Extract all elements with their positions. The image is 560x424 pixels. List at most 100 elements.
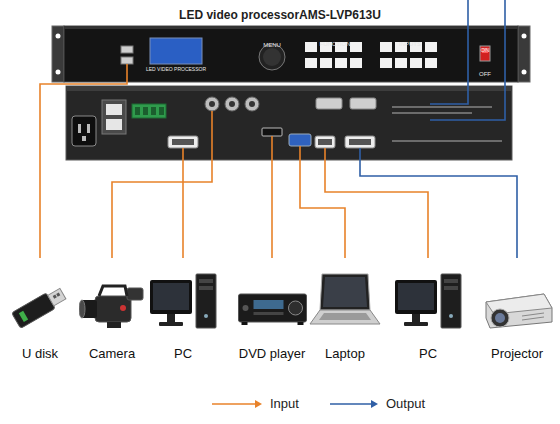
cable-stubs-part — [324, 148, 326, 160]
pc-icon — [150, 274, 216, 328]
dvi-output-part — [349, 139, 371, 145]
pc-part — [412, 314, 420, 322]
dvi-input-part — [168, 136, 198, 148]
device-label: DVD player — [239, 346, 305, 362]
device-label: Camera — [89, 346, 135, 362]
legend-line-stroke — [212, 403, 256, 405]
camera-part — [120, 305, 126, 311]
terminal-block-part — [151, 107, 156, 115]
front-panel — [52, 26, 530, 82]
cable-stubs-part — [52, 64, 127, 84]
terminal-block-part — [135, 107, 140, 115]
dvd-part — [241, 322, 247, 325]
dvi-output-part — [345, 136, 375, 148]
cable-stubs-part — [299, 146, 301, 160]
input-buttons-part — [380, 42, 392, 52]
device-label: U disk — [22, 346, 58, 362]
output-cable — [360, 160, 517, 258]
panel-markings-part — [392, 140, 502, 142]
network-ports-part — [106, 104, 122, 115]
dvi-input-part — [172, 139, 194, 145]
pc-part — [199, 279, 213, 283]
device-label: PC — [174, 346, 192, 362]
input-cable — [40, 84, 52, 258]
dvi-input-2-part — [315, 136, 335, 148]
input-cable — [112, 160, 212, 258]
panel-label: INPUTS — [399, 41, 421, 47]
bnc-connectors-part — [249, 101, 255, 107]
projector-part — [491, 309, 509, 327]
pc-part — [444, 279, 458, 283]
function-buttons-part — [305, 42, 317, 52]
projector-part — [522, 317, 544, 320]
legend-item: Output — [330, 394, 425, 412]
projector-part — [486, 294, 552, 328]
device-node: Laptop — [309, 258, 381, 362]
camera-part — [127, 288, 143, 300]
bnc-connectors-part — [229, 101, 235, 107]
pc-part — [196, 274, 216, 328]
laptop-icon — [310, 274, 380, 324]
device-illustration — [149, 258, 217, 344]
lcd-caption-wrap: LED VIDEO PROCESSOR — [126, 66, 226, 72]
terminal-block-part — [159, 107, 164, 115]
usb-ports-part — [121, 46, 133, 53]
pc-part — [153, 283, 189, 310]
function-buttons-part — [350, 42, 362, 52]
label-wrap: FUNCTION — [295, 32, 375, 50]
camera-part — [107, 322, 121, 328]
laptop-part — [310, 310, 380, 324]
camera-part — [79, 300, 85, 318]
device-label: PC — [419, 346, 437, 362]
input-cable — [271, 160, 273, 258]
panel-markings-part — [392, 112, 472, 114]
pc-part — [449, 314, 453, 318]
panel-markings-part — [392, 106, 492, 108]
device-node: PC — [394, 258, 462, 362]
dvd-part — [242, 305, 248, 311]
network-ports-part — [102, 100, 126, 134]
panel-label: MENU — [263, 42, 281, 48]
diagram-title: LED video processorAMS-LVP613U — [179, 8, 381, 22]
function-buttons — [305, 42, 362, 68]
bnc-connectors-part — [245, 97, 259, 111]
panel-label: OFF — [479, 71, 491, 77]
camera-part — [99, 286, 127, 296]
power-inlet-part — [87, 124, 90, 133]
cable-stubs-part — [211, 111, 213, 160]
cable-stubs-part — [182, 148, 184, 160]
rear-panel-part — [66, 86, 512, 91]
serial-ports — [316, 98, 376, 109]
bnc-connectors-part — [209, 101, 215, 107]
device-node: DVD player — [236, 258, 309, 362]
pc-part — [398, 283, 434, 310]
device-label: Laptop — [325, 346, 365, 362]
serial-ports-part — [316, 98, 342, 109]
device-illustration — [5, 258, 75, 344]
usb-ports — [121, 46, 133, 64]
device-label: Projector — [491, 346, 543, 362]
legend-text: Output — [386, 396, 425, 411]
terminal-block — [132, 104, 166, 118]
cable-stubs-part — [430, 0, 468, 104]
processor-unit: LED VIDEO PROCESSOR — [52, 28, 530, 160]
power-inlet-part — [72, 116, 96, 146]
projector-part — [522, 313, 544, 316]
panel-label: FUNCTION — [320, 41, 351, 47]
projector-icon — [486, 294, 552, 328]
pc-part — [199, 286, 213, 290]
pc-part — [159, 322, 183, 326]
pc-part — [404, 322, 428, 326]
pc-part — [150, 280, 192, 314]
camera-part — [95, 296, 131, 322]
input-cable — [300, 160, 345, 258]
dvi-input-2 — [315, 136, 335, 148]
bnc-connectors — [205, 97, 259, 111]
vga-input — [289, 134, 311, 146]
label-wrap: INPUTS — [370, 32, 450, 50]
usb-part — [19, 311, 28, 322]
dvd-part — [288, 301, 302, 315]
rear-panel — [66, 86, 512, 160]
function-buttons-part — [335, 58, 347, 68]
